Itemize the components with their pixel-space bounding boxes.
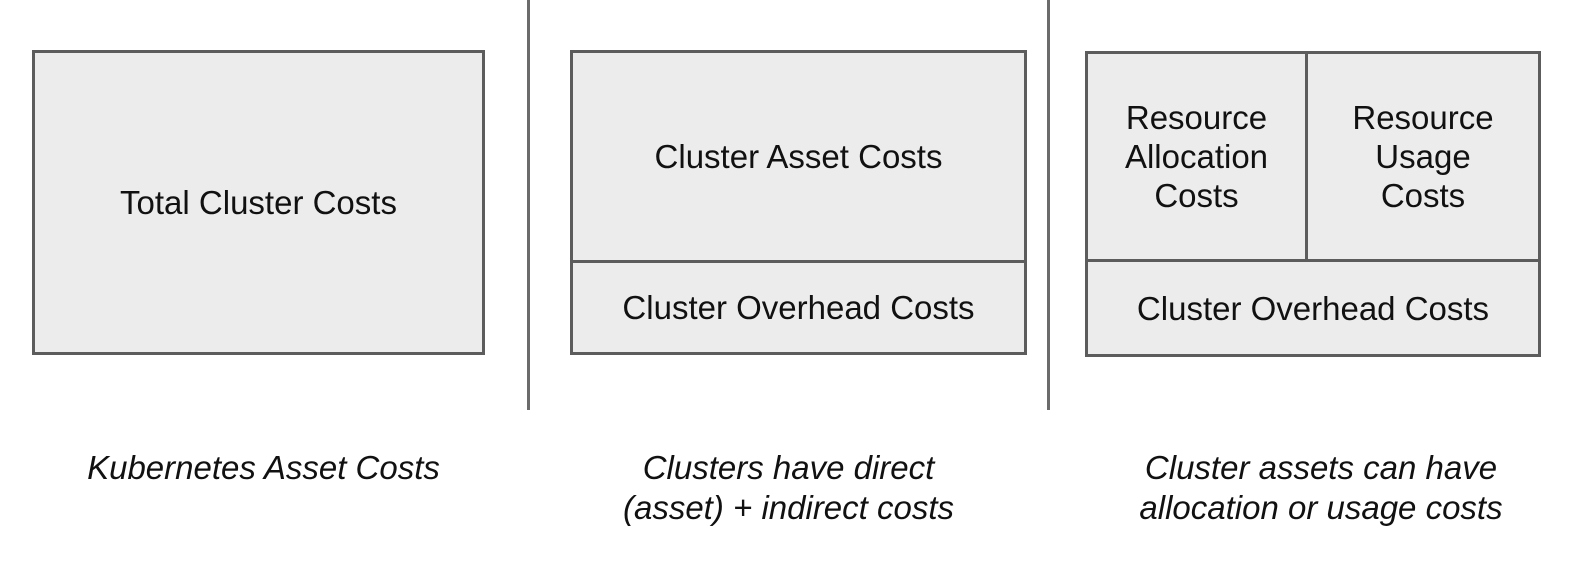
resource-usage-costs-cell: Resource Usage Costs	[1308, 54, 1538, 262]
resource-costs-quad-box: Resource Allocation Costs Resource Usage…	[1085, 51, 1541, 357]
cluster-asset-costs-cell: Cluster Asset Costs	[573, 53, 1024, 263]
panel-1-caption: Kubernetes Asset Costs	[87, 449, 440, 486]
panel-direct-indirect-costs: Cluster Asset Costs Cluster Overhead Cos…	[530, 0, 1047, 572]
resource-allocation-costs-cell: Resource Allocation Costs	[1088, 54, 1308, 262]
total-cluster-costs-box: Total Cluster Costs	[32, 50, 485, 355]
panel-2-caption: Clusters have direct (asset) + indirect …	[622, 449, 955, 526]
cluster-costs-stacked-box: Cluster Asset Costs Cluster Overhead Cos…	[570, 50, 1027, 355]
cluster-overhead-costs-cell: Cluster Overhead Costs	[622, 289, 975, 326]
panel-divider-2	[1047, 0, 1050, 410]
panel-allocation-usage-costs: Resource Allocation Costs Resource Usage…	[1050, 0, 1592, 572]
panel-divider-1	[527, 0, 530, 410]
cluster-overhead-costs-cell: Cluster Overhead Costs	[1136, 289, 1490, 327]
panel-3-caption: Cluster assets can have allocation or us…	[1139, 449, 1503, 526]
panel-total-cluster-costs: Total Cluster Costs Kubernetes Asset Cos…	[0, 0, 527, 572]
total-cluster-costs-label: Total Cluster Costs	[120, 184, 397, 221]
